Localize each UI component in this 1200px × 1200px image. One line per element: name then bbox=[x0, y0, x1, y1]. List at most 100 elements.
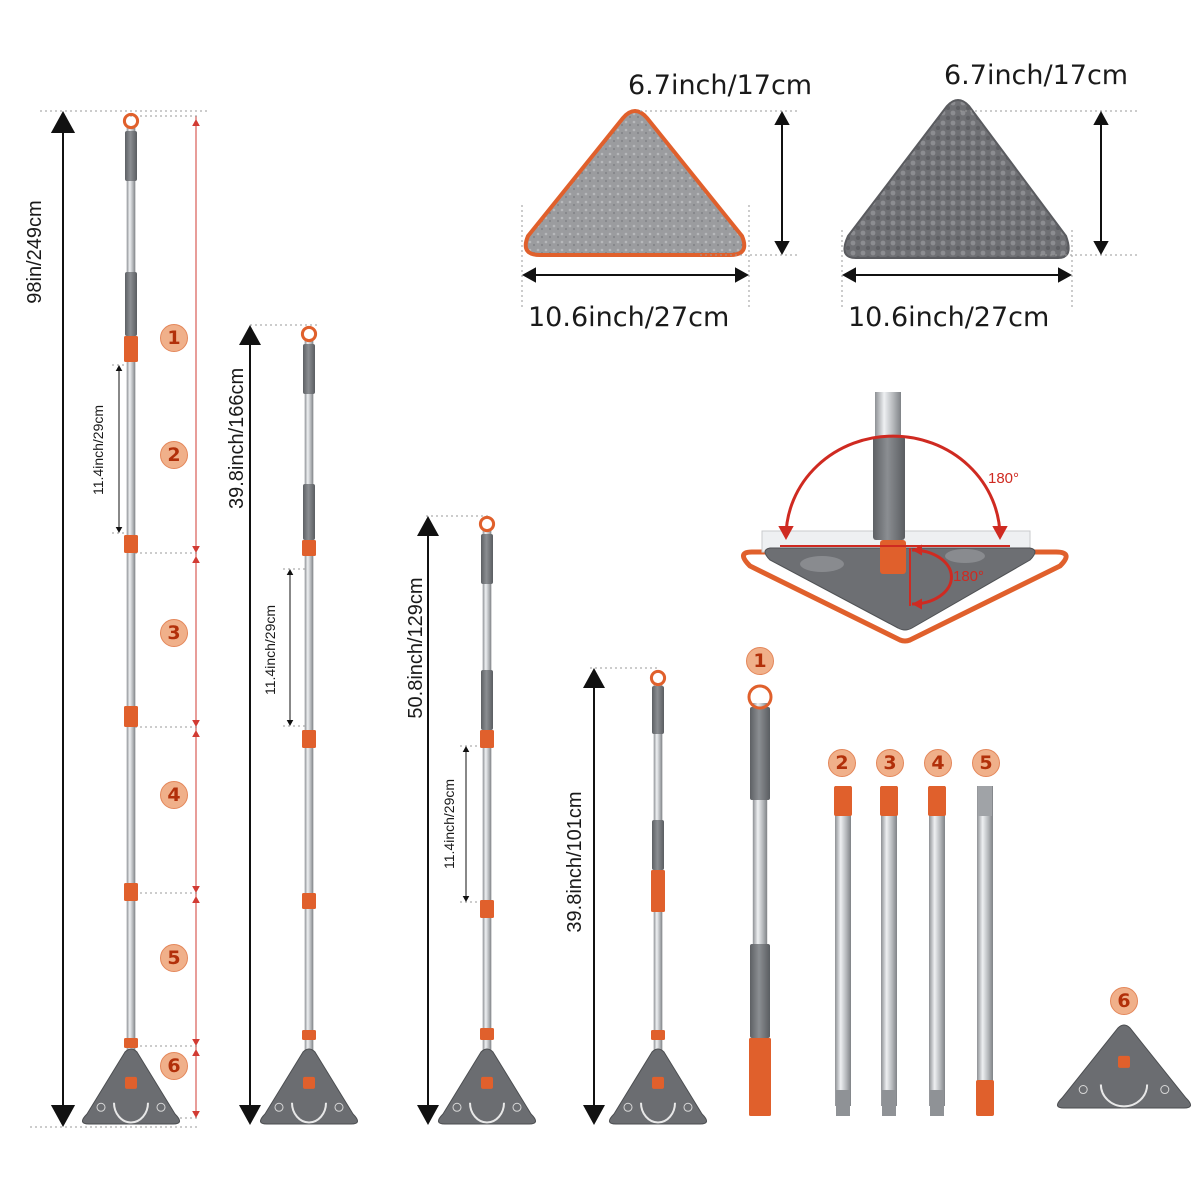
arrow-down-icon bbox=[992, 526, 1008, 540]
chenille-pad-height-label: 6.7inch/17cm bbox=[944, 60, 1129, 91]
arrow-left-icon bbox=[842, 267, 856, 283]
arrow-down-icon bbox=[417, 1105, 439, 1125]
screw-mark bbox=[334, 1102, 344, 1112]
arrow-up-icon bbox=[583, 668, 605, 688]
chenille-pad-width-label: 10.6inch/27cm bbox=[848, 302, 1050, 333]
pole-section bbox=[835, 786, 851, 1106]
steel-tube bbox=[126, 127, 136, 1078]
handle-grip bbox=[125, 272, 137, 336]
joint-collar bbox=[928, 786, 946, 816]
arrow-up-icon bbox=[192, 119, 200, 126]
swivel-arc bbox=[291, 1102, 327, 1124]
joint-collar bbox=[302, 730, 316, 748]
arrow-down-icon bbox=[50, 1105, 76, 1127]
hang-loop bbox=[478, 515, 496, 533]
joint-collar bbox=[880, 786, 898, 816]
handle-grip bbox=[481, 670, 493, 730]
threaded-end bbox=[882, 1090, 896, 1116]
part-badge-3: 3 bbox=[876, 749, 904, 777]
joint-collar bbox=[124, 883, 138, 901]
flat-pad-width-label: 10.6inch/27cm bbox=[528, 302, 730, 333]
arrow-down-icon bbox=[192, 1039, 200, 1046]
joint-collar bbox=[480, 730, 494, 748]
joint-collar bbox=[480, 900, 494, 918]
screw-mark bbox=[156, 1102, 166, 1112]
height-101-label: 39.8inch/101cm bbox=[564, 791, 586, 933]
base-clip bbox=[800, 556, 844, 572]
arrow-down-icon bbox=[1093, 241, 1109, 255]
part-badge-5: 5 bbox=[972, 749, 1000, 777]
arrow-up-icon bbox=[192, 896, 200, 903]
arrow-left-icon bbox=[522, 267, 536, 283]
steel-tube bbox=[304, 340, 314, 1078]
handle-grip bbox=[652, 820, 664, 870]
joint-collar bbox=[834, 786, 852, 816]
handle-grip bbox=[750, 944, 770, 1038]
section-badge-1: 1 bbox=[160, 324, 188, 352]
pad-diagrams bbox=[521, 99, 1140, 310]
arrow-up-icon bbox=[192, 1049, 200, 1056]
arrow-up-icon bbox=[1093, 111, 1109, 125]
arrow-left-icon bbox=[912, 598, 922, 610]
joint-collar bbox=[124, 1038, 138, 1048]
arrow-up-icon bbox=[286, 569, 294, 575]
joint-collar bbox=[302, 540, 316, 556]
arrow-down-icon bbox=[462, 896, 470, 902]
head-rotation-arc bbox=[784, 434, 1002, 538]
segment-length-label: 11.4inch/29cm bbox=[441, 778, 457, 869]
arrow-down-icon bbox=[774, 241, 790, 255]
screw-mark bbox=[512, 1102, 522, 1112]
threaded-end bbox=[930, 1090, 944, 1116]
handle-grip bbox=[873, 436, 905, 540]
joint-collar bbox=[124, 706, 138, 727]
screw-mark bbox=[1160, 1085, 1170, 1095]
swivel-arc bbox=[640, 1102, 676, 1124]
hang-loop bbox=[122, 112, 140, 130]
arrow-down-icon bbox=[778, 526, 794, 540]
swivel-joint bbox=[1118, 1055, 1130, 1068]
swivel-joint bbox=[303, 1076, 315, 1089]
arrow-down-icon bbox=[583, 1105, 605, 1125]
joint-collar bbox=[651, 870, 665, 912]
base-clip bbox=[945, 549, 985, 563]
pole-section bbox=[977, 786, 993, 1106]
handle-grip bbox=[125, 131, 137, 181]
exploded-parts bbox=[747, 684, 1191, 1116]
handle-grip bbox=[750, 707, 770, 800]
arrow-down-icon bbox=[239, 1105, 261, 1125]
steel-tube bbox=[482, 530, 492, 1078]
threaded-end bbox=[836, 1090, 850, 1116]
joint-collar bbox=[124, 336, 138, 362]
swivel-arc bbox=[113, 1102, 149, 1124]
swivel-arc bbox=[1099, 1084, 1149, 1108]
handle-grip bbox=[303, 344, 315, 394]
joint-collar bbox=[480, 1028, 494, 1040]
hang-loop bbox=[300, 325, 318, 343]
swivel-joint bbox=[481, 1076, 493, 1089]
part-badge-1: 1 bbox=[746, 647, 774, 675]
arrow-up-icon bbox=[50, 111, 76, 133]
arrow-up-icon bbox=[115, 365, 123, 371]
section-badge-6: 6 bbox=[160, 1052, 188, 1080]
arrow-up-icon bbox=[774, 111, 790, 125]
screw-mark bbox=[274, 1102, 284, 1112]
pole-section bbox=[881, 786, 897, 1106]
handle-grip bbox=[303, 484, 315, 540]
joint-collar bbox=[124, 535, 138, 553]
screw-mark bbox=[623, 1102, 633, 1112]
hang-loop bbox=[747, 684, 773, 710]
swivel-joint bbox=[652, 1076, 664, 1089]
joint-collar bbox=[749, 1038, 771, 1116]
segment-length-label: 11.4inch/29cm bbox=[262, 604, 278, 695]
screw-mark bbox=[452, 1102, 462, 1112]
swivel-arc bbox=[469, 1102, 505, 1124]
handle-grip bbox=[481, 534, 493, 584]
screw-mark bbox=[96, 1102, 106, 1112]
arrow-up-icon bbox=[192, 730, 200, 737]
arrow-right-icon bbox=[735, 267, 749, 283]
part-badge-2: 2 bbox=[828, 749, 856, 777]
assembled-mops bbox=[82, 112, 707, 1125]
dimension-guides bbox=[30, 110, 660, 1128]
flat-pad-height-label: 6.7inch/17cm bbox=[628, 70, 813, 101]
